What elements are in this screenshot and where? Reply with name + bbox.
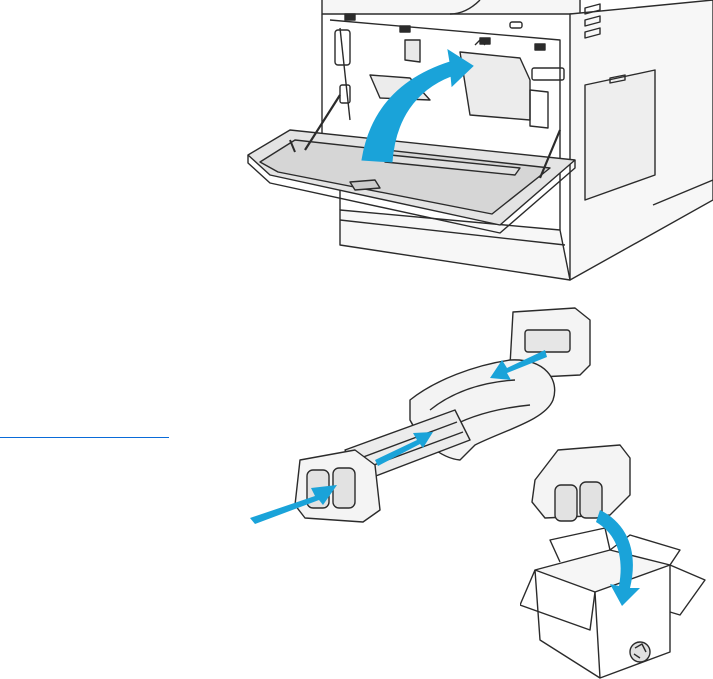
recycle-box-icon xyxy=(520,440,713,679)
hyperlink-underline[interactable] xyxy=(0,437,169,438)
printer-door-open-icon xyxy=(230,0,713,290)
